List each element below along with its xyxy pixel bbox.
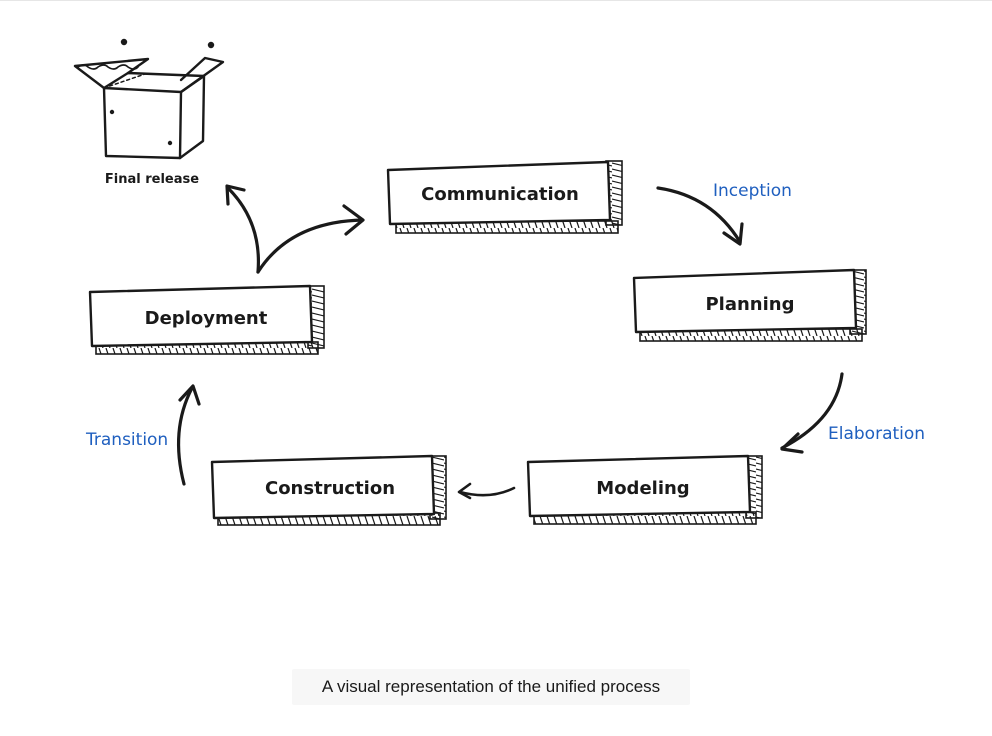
arrow-deployment-to-communication [256,204,365,274]
stage-label-deployment: Deployment [145,308,268,329]
arrow-construction-to-deployment [176,384,201,486]
stage-block-construction: Construction [210,454,447,526]
phase-label-inception: Inception [713,181,792,201]
arrow-planning-to-modeling [780,372,844,454]
stage-label-modeling: Modeling [596,478,689,499]
arrow-communication-to-planning [656,186,744,246]
final-release-label: Final release [105,172,199,187]
arrow-modeling-to-construction [457,482,516,500]
stage-label-communication: Communication [421,184,579,205]
unified-process-diagram: Final release Communication Planning Mod… [73,38,925,526]
stage-label-planning: Planning [705,294,794,315]
phase-label-transition: Transition [85,430,168,450]
phase-label-elaboration: Elaboration [828,424,925,444]
arrow-deployment-to-final-release [225,184,261,274]
stage-block-communication: Communication [386,160,623,234]
stage-block-modeling: Modeling [526,454,763,525]
open-box-icon [73,38,225,160]
stage-label-construction: Construction [265,478,395,499]
figure-caption: A visual representation of the unified p… [292,669,690,705]
stage-block-planning: Planning [632,268,867,342]
stage-block-deployment: Deployment [88,284,325,355]
top-divider [0,0,992,1]
caption-text: A visual representation of the unified p… [321,677,661,696]
